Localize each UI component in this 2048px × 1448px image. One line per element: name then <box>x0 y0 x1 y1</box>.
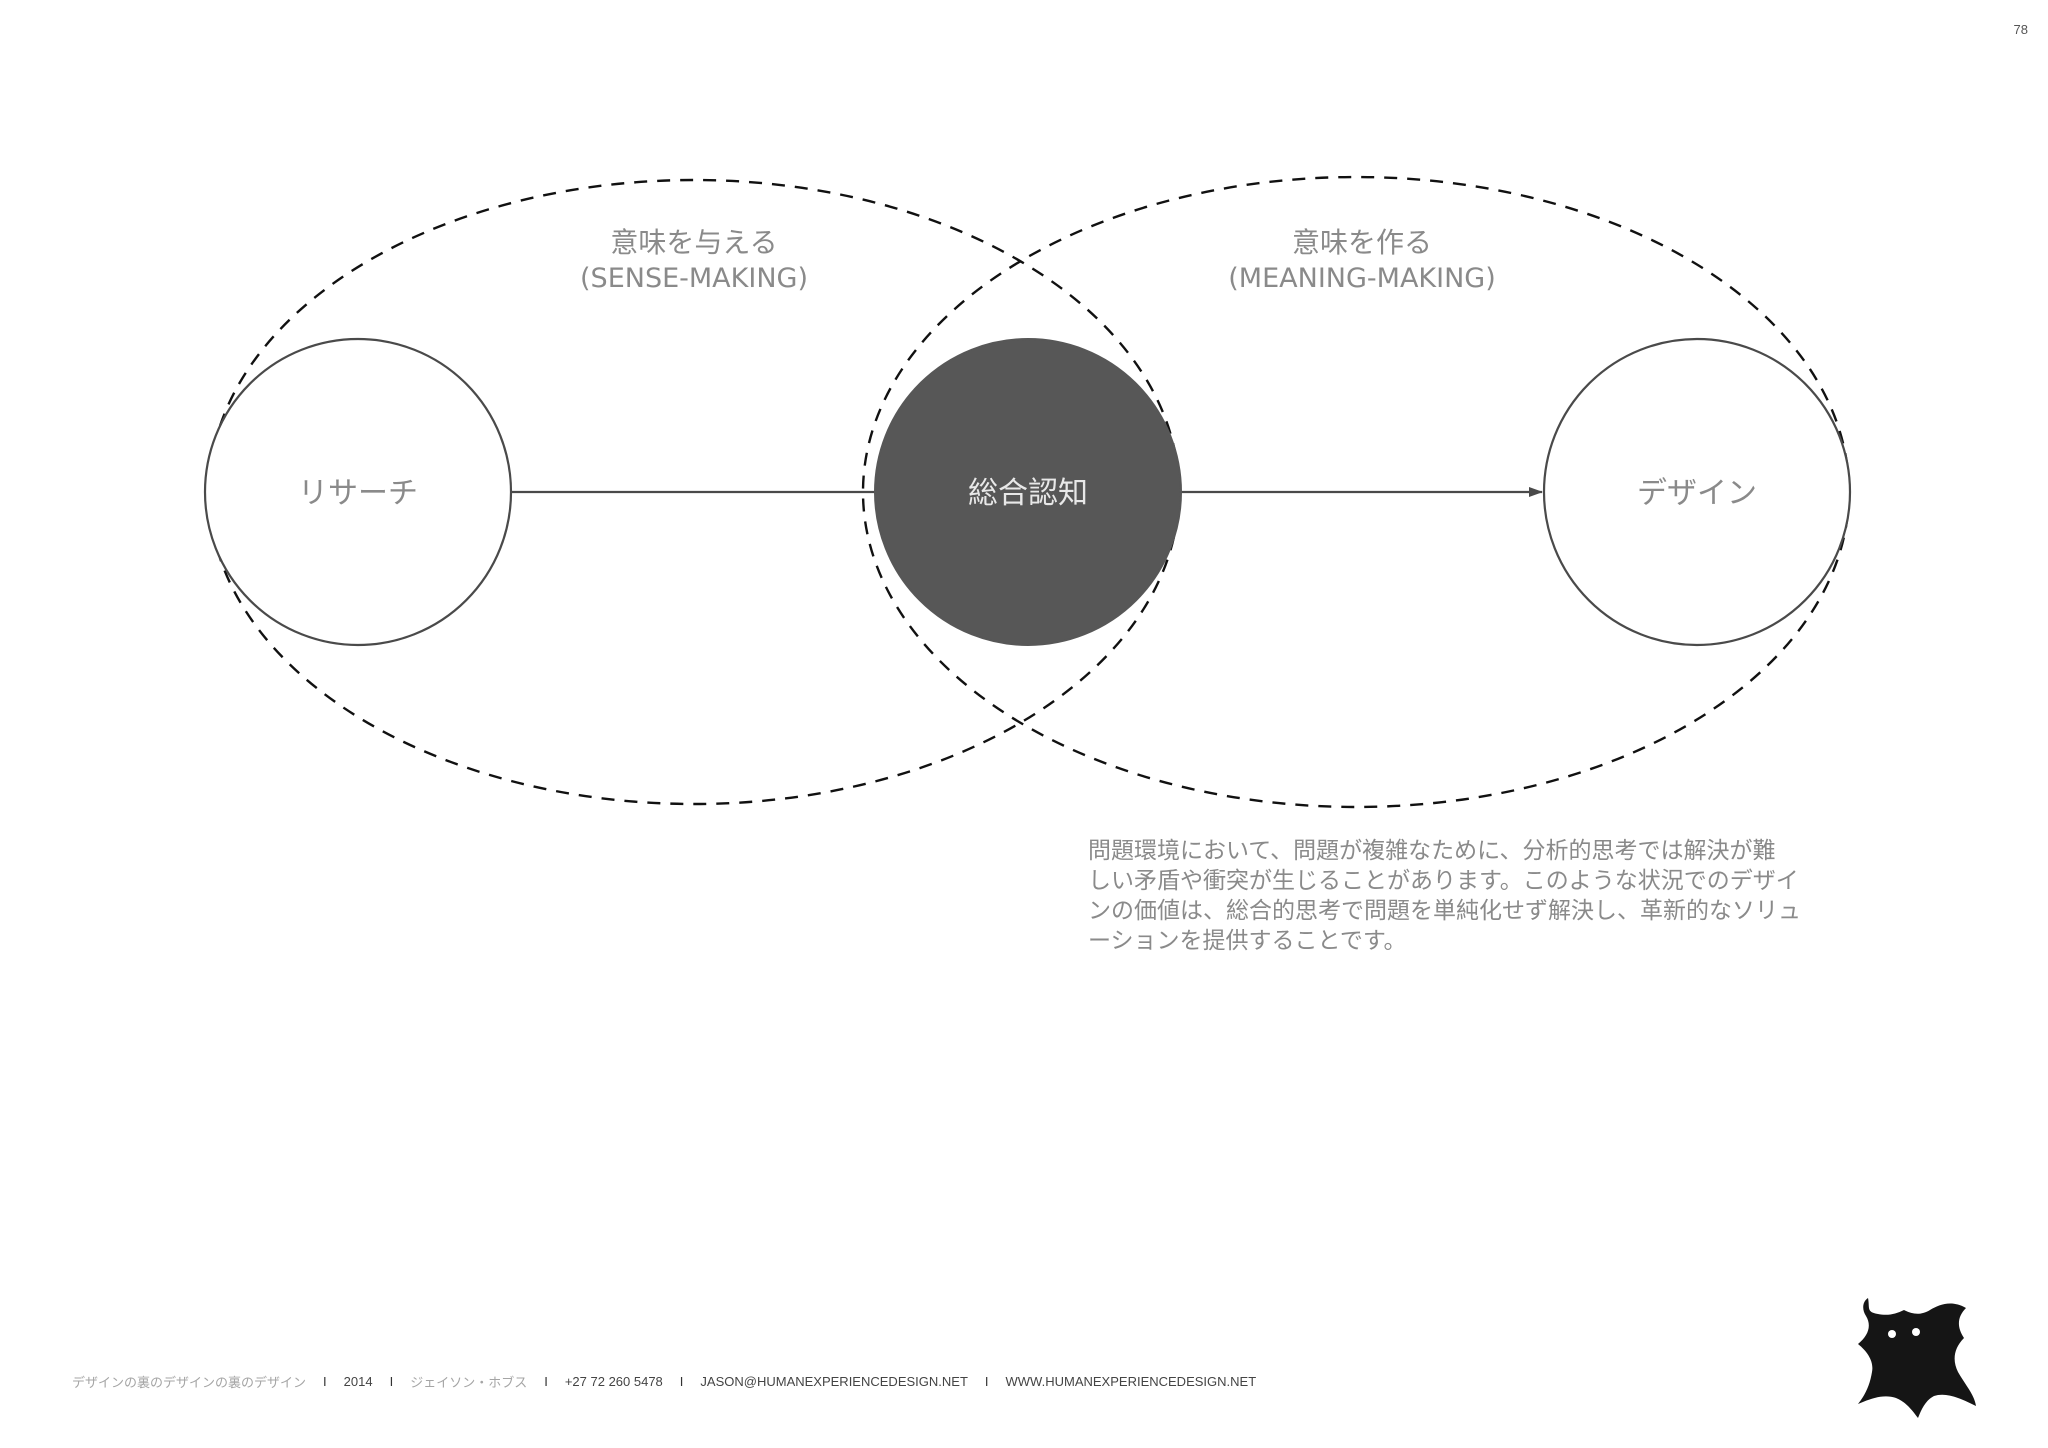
description-line: しい矛盾や衝突が生じることがあります。このような状況でのデザイ <box>1088 868 1799 894</box>
footer-separator: I <box>323 1374 327 1389</box>
research-node <box>203 337 513 647</box>
meaning-making-title-jp: 意味を作る <box>1292 226 1432 259</box>
footer-year: 2014 <box>343 1374 373 1389</box>
research-label: リサーチ <box>298 476 418 511</box>
sense-making-title-jp: 意味を与える <box>610 226 777 259</box>
footer-book-title: デザインの裏のデザインの裏のデザイン <box>72 1375 307 1390</box>
footer: デザインの裏のデザインの裏のデザイン I 2014 I ジェイソン・ホブス I … <box>72 1372 1256 1391</box>
footer-separator: I <box>389 1374 394 1389</box>
description-paragraph: 問題環境において、問題が複雑なために、分析的思考では解決が難 しい矛盾や衝突が生… <box>1088 836 1808 956</box>
description-line: ーションを提供することです。 <box>1088 928 1407 954</box>
description-line: ンの価値は、総合的思考で問題を単純化せず解決し、革新的なソリュ <box>1088 898 1801 924</box>
page-number: 78 <box>2013 22 2028 37</box>
footer-email-link[interactable]: JASON@HUMANEXPERIENCEDESIGN.NET <box>700 1374 968 1389</box>
footer-website-link[interactable]: WWW.HUMANEXPERIENCEDESIGN.NET <box>1005 1374 1257 1389</box>
footer-separator: I <box>679 1374 684 1389</box>
design-label: デザイン <box>1637 476 1757 511</box>
synthesis-node <box>874 338 1182 646</box>
footer-separator: I <box>544 1374 548 1389</box>
sense-making-title-en: (SENSE-MAKING) <box>580 263 808 294</box>
meaning-making-title-en: (MEANING-MAKING) <box>1228 263 1495 294</box>
design-node <box>1542 337 1852 647</box>
footer-separator: I <box>984 1374 989 1389</box>
bat-cat-logo-icon <box>1858 1298 1976 1418</box>
footer-author: ジェイソン・ホブス <box>410 1375 528 1390</box>
footer-phone: +27 72 260 5478 <box>564 1374 663 1389</box>
description-line: 問題環境において、問題が複雑なために、分析的思考では解決が難 <box>1088 838 1776 864</box>
synthesis-label: 総合認知 <box>968 476 1088 511</box>
